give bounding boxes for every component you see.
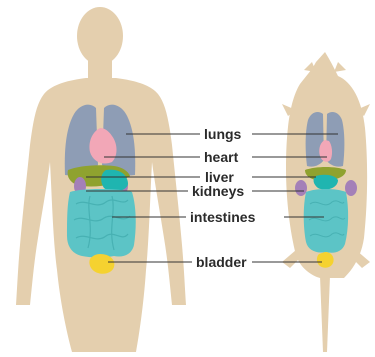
label-lungs: lungs (204, 126, 241, 142)
label-kidneys: kidneys (192, 183, 244, 199)
label-bladder: bladder (196, 254, 247, 270)
rat-right-kidney (345, 180, 357, 196)
label-intestines: intestines (190, 209, 255, 225)
rat-left-kidney (295, 180, 307, 196)
human-organs (65, 105, 136, 274)
label-heart: heart (204, 149, 238, 165)
human-intestines (67, 189, 136, 258)
rat-bladder (317, 252, 334, 268)
